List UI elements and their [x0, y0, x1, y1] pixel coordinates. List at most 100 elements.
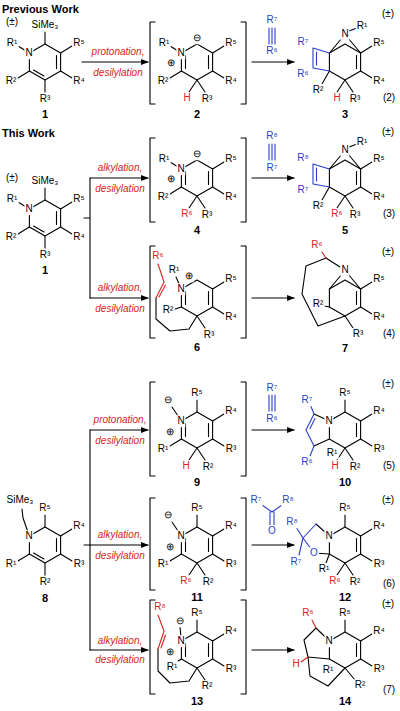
highlight-label: H — [181, 460, 190, 472]
atom-label: (4) — [382, 328, 396, 340]
atom-label: R² — [5, 75, 18, 87]
tricycle-14 — [301, 620, 372, 686]
atom-label: ⊖ — [192, 32, 202, 44]
atom-label: (3) — [382, 208, 396, 220]
atom-label: (2) — [382, 92, 396, 104]
atom-label: R¹ — [6, 37, 19, 49]
atom-label: (±) — [381, 126, 395, 138]
atom-label: ⊕ — [165, 541, 175, 553]
reaction-condition: desilylation — [94, 550, 145, 562]
ylide-2 — [170, 44, 224, 92]
atom-label: R⁵ — [338, 502, 351, 514]
section-heading: This Work — [1, 127, 56, 140]
atom-label: R⁵ — [224, 153, 237, 165]
reagent-label: R⁸ — [285, 516, 298, 528]
atom-label: R³ — [373, 443, 386, 455]
reagent-label: R⁸ — [296, 152, 309, 164]
atom-label: R⁵ — [72, 193, 85, 205]
section-heading: Previous Work — [1, 3, 80, 16]
compound-number: 6 — [193, 341, 201, 354]
reaction-condition: desilylation — [94, 654, 145, 666]
reagent-label: R⁶ — [296, 68, 309, 80]
atom-label: R⁵ — [190, 502, 203, 514]
reagent-label: R⁷ — [266, 162, 279, 174]
atom-label: R³ — [352, 328, 365, 340]
compound-number: 1 — [41, 264, 49, 277]
atom-label: R¹ — [166, 661, 179, 673]
reagent-label: O — [267, 525, 277, 537]
atom-label: R⁵ — [224, 37, 237, 49]
atom-label: N — [324, 635, 333, 647]
reaction-arrow — [82, 62, 294, 650]
atom-label: R¹ — [157, 558, 170, 570]
reaction-condition: protonation, — [91, 46, 146, 58]
atom-label: N — [176, 163, 185, 175]
atom-label: R¹ — [158, 37, 171, 49]
atom-label: (±) — [5, 172, 19, 184]
atom-label: N — [176, 635, 185, 647]
atom-label: R⁵ — [372, 37, 385, 49]
atom-label: R³ — [201, 93, 214, 105]
dihydropyridine-8 — [18, 509, 72, 575]
atom-label: R³ — [349, 209, 362, 221]
atom-label: R⁴ — [372, 625, 386, 637]
atom-label: R⁵ — [38, 502, 51, 514]
atom-label: N — [324, 415, 333, 427]
tricycle-7 — [302, 252, 372, 328]
atom-label: R⁴ — [372, 520, 386, 532]
atom-label: R⁴ — [372, 311, 386, 323]
atom-label: R⁴ — [224, 191, 238, 203]
atom-label: SiMe₃ — [6, 494, 35, 506]
atom-label: (±) — [381, 246, 395, 258]
atom-label: R¹ — [326, 447, 339, 459]
atom-label: R³ — [349, 93, 362, 105]
atom-label: R² — [354, 679, 367, 691]
oxazolidine-12 — [296, 515, 372, 575]
reaction-condition: alkylation, — [97, 529, 143, 541]
compound-number: 4 — [193, 224, 201, 237]
atom-label: R³ — [373, 663, 386, 675]
atom-label: ⊕ — [166, 57, 176, 69]
reagent-label: O — [309, 547, 319, 559]
atom-label: R⁴ — [72, 231, 86, 243]
atom-label: ⊕ — [184, 270, 194, 282]
atom-label: N — [340, 144, 349, 156]
reagent-label: R⁷ — [250, 494, 263, 506]
highlight-label: H — [330, 460, 339, 472]
atom-label: (±) — [381, 8, 395, 20]
atom-label: R⁴ — [224, 405, 238, 417]
dihydropyridine-1 — [18, 32, 72, 92]
highlight-label: R⁶ — [179, 575, 192, 587]
atom-label: R³ — [225, 443, 238, 455]
atom-label: SiMe₃ — [31, 175, 60, 187]
atom-label: R² — [201, 680, 214, 692]
atom-label: R⁵ — [190, 607, 203, 619]
atom-label: N — [24, 530, 33, 542]
reagent-label: R⁷ — [290, 556, 303, 568]
atom-label: R² — [312, 298, 325, 310]
atom-label: R¹ — [6, 193, 19, 205]
reaction-condition: desilylation — [94, 183, 145, 195]
highlight-label: R⁶ — [151, 250, 164, 262]
ylide-6 — [156, 264, 224, 331]
atom-label: R⁴ — [72, 520, 86, 532]
dihydropyridine-1 — [18, 188, 72, 248]
atom-label: R¹ — [322, 664, 335, 676]
atom-label: R⁴ — [224, 75, 238, 87]
atom-label: R⁴ — [224, 625, 238, 637]
atom-label: R³ — [203, 329, 216, 341]
atom-label: N — [176, 415, 185, 427]
compound-number: 5 — [341, 224, 349, 237]
atom-label: ⊕ — [165, 426, 175, 438]
atom-label: N — [24, 203, 33, 215]
atom-label: R¹ — [356, 136, 369, 148]
atom-label: (±) — [381, 494, 395, 506]
compound-number: 14 — [338, 695, 352, 708]
atom-label: ⊖ — [192, 148, 202, 160]
highlight-label: R⁶ — [180, 208, 193, 220]
atom-label: N — [324, 530, 333, 542]
atom-label: R⁴ — [224, 311, 238, 323]
highlight-label: H — [291, 658, 300, 670]
atom-label: R² — [202, 576, 215, 588]
highlight-label: R⁶ — [328, 575, 341, 587]
